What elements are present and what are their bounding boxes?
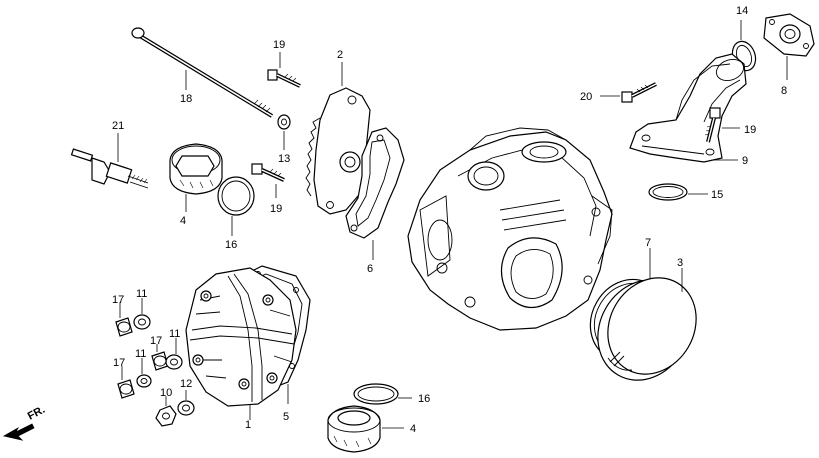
callout-20: 20 xyxy=(580,91,592,103)
spark-plug-21 xyxy=(70,148,149,189)
washer-11-c xyxy=(136,374,152,388)
intake-pipe-9 xyxy=(629,53,747,163)
callout-15: 15 xyxy=(711,189,723,201)
callout-6: 6 xyxy=(367,263,373,275)
gasket-6 xyxy=(345,127,405,239)
callout-11-b: 11 xyxy=(169,328,180,340)
cylinder-head xyxy=(407,127,613,331)
o-ring-16-upper xyxy=(217,176,255,216)
bolt-19-middle xyxy=(251,163,285,182)
callout-16-lower: 16 xyxy=(418,393,430,405)
callout-19-middle: 19 xyxy=(270,203,282,215)
tappet-cap-4-lower xyxy=(327,405,381,453)
callout-8: 8 xyxy=(781,85,787,97)
callout-4-upper: 4 xyxy=(180,215,186,227)
side-cover-3 xyxy=(597,277,697,381)
callout-21: 21 xyxy=(112,120,124,132)
cap-nut-17-a xyxy=(115,317,133,337)
callout-11-a: 11 xyxy=(136,288,147,300)
cap-nut-17-c xyxy=(117,379,135,399)
washer-11-a xyxy=(133,314,151,330)
callout-2: 2 xyxy=(337,49,343,61)
callout-7: 7 xyxy=(645,237,651,249)
callout-5: 5 xyxy=(283,411,289,423)
callout-12: 12 xyxy=(180,378,192,390)
bolt-20 xyxy=(621,82,657,103)
callout-3: 3 xyxy=(677,257,683,269)
nut-10 xyxy=(155,405,177,427)
head-cover-1 xyxy=(185,267,297,407)
washer-13 xyxy=(277,114,291,130)
callout-14: 14 xyxy=(736,5,748,17)
callout-13: 13 xyxy=(278,153,290,165)
bolt-19-right xyxy=(704,107,721,143)
callout-19-top: 19 xyxy=(273,39,285,51)
stud-bolt-18 xyxy=(131,27,274,118)
callout-4-lower: 4 xyxy=(410,423,416,435)
callout-9: 9 xyxy=(742,155,748,167)
washer-12 xyxy=(177,400,195,416)
insulator-flange-8 xyxy=(763,13,815,57)
callout-16-upper: 16 xyxy=(225,239,237,251)
tappet-cap-4-upper xyxy=(169,143,223,195)
callout-17-c: 17 xyxy=(113,357,125,369)
direction-label: FR. xyxy=(26,404,47,423)
callout-11-c: 11 xyxy=(135,348,146,360)
callout-17-b: 17 xyxy=(150,335,162,347)
callout-1: 1 xyxy=(245,419,251,431)
callout-10: 10 xyxy=(160,387,172,399)
callout-18: 18 xyxy=(180,93,192,105)
bolt-19-top xyxy=(267,69,301,88)
front-direction-arrow-icon xyxy=(2,423,35,441)
washer-11-b xyxy=(165,354,183,370)
tensioner-body-2 xyxy=(305,87,373,215)
callout-19-right: 19 xyxy=(744,124,756,136)
o-ring-16-lower xyxy=(353,383,399,405)
callout-17-a: 17 xyxy=(112,294,124,306)
